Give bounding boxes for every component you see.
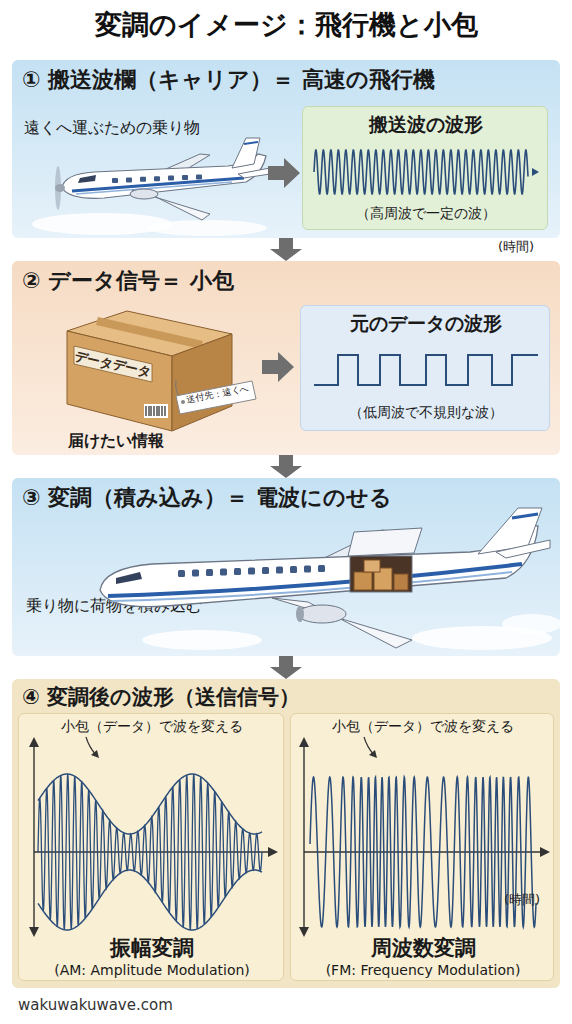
tail-stripe	[512, 514, 538, 518]
cargo-box	[394, 574, 408, 590]
flow-arrow	[270, 455, 302, 478]
engine	[130, 189, 158, 199]
cargo-hold	[350, 556, 412, 592]
am-chart	[22, 737, 278, 937]
flow-arrow	[270, 656, 302, 679]
node-heading: ② データ信号＝ 小包	[22, 268, 552, 294]
cloud	[147, 220, 267, 236]
cloud	[32, 213, 172, 235]
data-waveform	[312, 345, 540, 393]
node-text: 振幅変調	[19, 936, 285, 961]
node-heading: 小包（データ）で波を変える	[291, 718, 555, 735]
parcel-illustration	[52, 296, 257, 436]
window	[276, 567, 283, 574]
window	[178, 570, 185, 577]
barcode-bg	[144, 404, 168, 418]
axis	[303, 745, 304, 929]
window	[234, 568, 241, 575]
cargo-box	[354, 572, 372, 590]
node-heading: 小包（データ）で波を変える	[19, 718, 285, 735]
node-heading: 元のデータの波形	[301, 312, 551, 335]
node-heading: 搬送波の波形	[303, 113, 549, 136]
node-heading: ① 搬送波欄（キャリア）＝ 高速の飛行機	[22, 67, 552, 93]
spinner	[55, 184, 65, 192]
node-text: 届けたい情報	[68, 431, 268, 450]
node-text: 周波数変調	[291, 936, 555, 961]
window	[290, 566, 297, 573]
tag-hole	[181, 400, 185, 404]
node-text: (FM: Frequency Modulation)	[291, 962, 555, 979]
cockpit	[116, 572, 142, 584]
window	[248, 568, 255, 575]
tail-stripe	[244, 142, 258, 144]
node-text: 遠くへ運ぶための乗り物	[24, 118, 274, 137]
node-text: （低周波で不規則な波）	[301, 404, 551, 421]
window	[168, 176, 174, 181]
node-heading: ④ 変調後の波形（送信信号）	[22, 685, 552, 710]
gray-arrow	[268, 158, 300, 188]
cargo-box	[364, 560, 380, 572]
axis	[33, 745, 34, 929]
watermark: wakuwakuwave.com	[18, 997, 173, 1014]
node-text: （高周波で一定の波）	[303, 205, 549, 222]
cloud	[142, 630, 262, 650]
node-text: (AM: Amplitude Modulation)	[19, 962, 285, 979]
section-band: ① 搬送波欄（キャリア）＝ 高速の飛行機遠くへ運ぶための乗り物 搬送波の波形 （高周…	[12, 60, 560, 238]
window	[154, 176, 160, 181]
carrier-waveform	[312, 142, 540, 202]
window	[196, 174, 202, 179]
cargo-airplane-illustration	[82, 506, 552, 652]
window	[192, 570, 199, 577]
window	[126, 177, 132, 182]
window	[182, 175, 188, 180]
window	[140, 177, 146, 182]
waveform-box: 搬送波の波形 （高周波で一定の波）	[302, 106, 548, 230]
window	[220, 569, 227, 576]
axis-label: (時間)	[504, 893, 540, 907]
engine	[298, 605, 346, 623]
gray-arrow	[262, 352, 294, 382]
cargo-door	[348, 528, 422, 556]
flow-arrow	[270, 238, 302, 261]
window	[318, 565, 325, 572]
axis-label: (時間)	[498, 240, 534, 254]
airplane-illustration	[32, 132, 272, 236]
window	[304, 566, 311, 573]
window	[206, 569, 213, 576]
engine-intake	[296, 606, 304, 622]
window	[262, 567, 269, 574]
barcode	[146, 406, 165, 416]
cloud	[502, 614, 562, 634]
window	[112, 178, 118, 183]
cockpit	[78, 175, 96, 183]
diagram-title: 変調のイメージ：飛行機と小包	[0, 9, 572, 41]
node-heading: ③ 変調（積み込み）＝ 電波にのせる	[22, 485, 552, 511]
modulation-box: 小包（データ）で波を変える周波数変調(FM: Frequency Modulat…	[290, 713, 554, 981]
